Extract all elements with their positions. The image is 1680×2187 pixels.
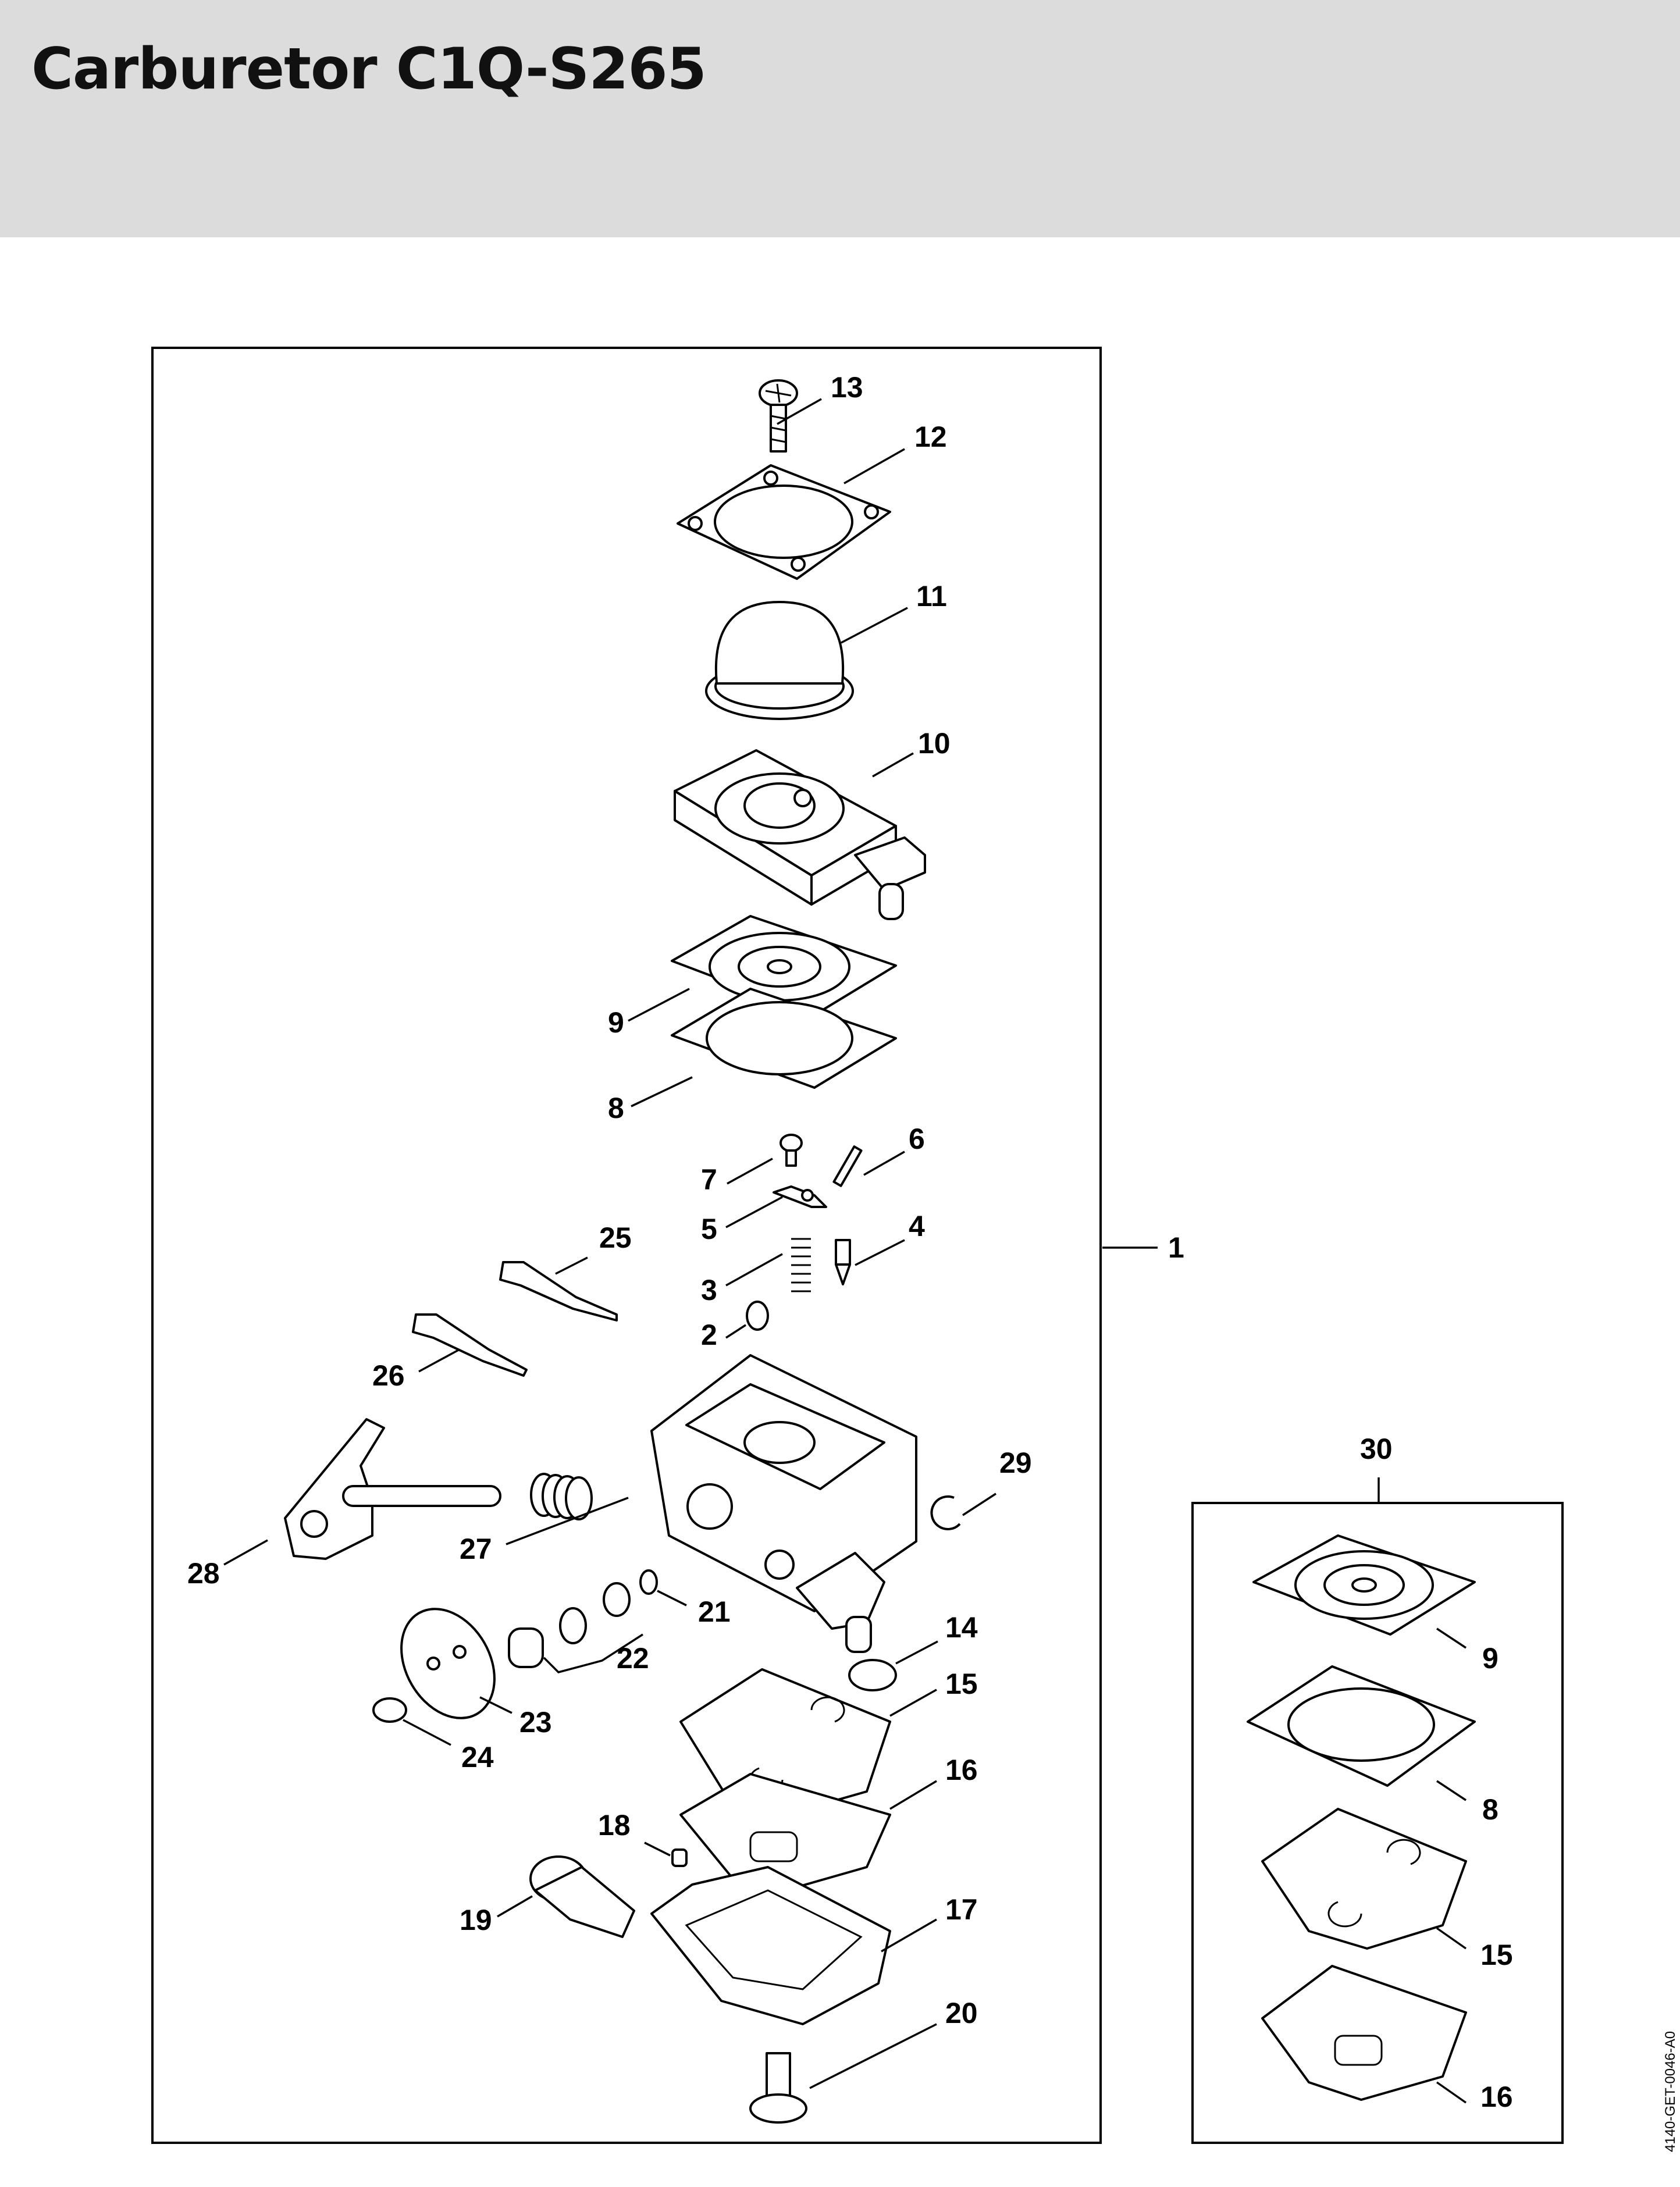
callout-8: 8	[608, 1092, 624, 1124]
callout-19: 19	[460, 1904, 492, 1936]
callout-9: 9	[608, 1006, 624, 1039]
part-18-pin	[671, 1848, 688, 1867]
callout-13: 13	[831, 371, 863, 404]
part-9-pump-diaphragm	[671, 915, 897, 1016]
callout-18: 18	[598, 1809, 631, 1842]
callout-30: 30	[1360, 1433, 1393, 1465]
callout-24: 24	[461, 1741, 494, 1773]
callout-6: 6	[909, 1123, 925, 1155]
kit-part-16-gasket	[1261, 1965, 1467, 2101]
part-14-filter-screen	[848, 1659, 897, 1691]
document-reference: 4140-GET-0046-A0	[1663, 2031, 1678, 2152]
part-20-screw	[749, 2052, 807, 2124]
kit-callout-8: 8	[1482, 1793, 1499, 1826]
callout-12: 12	[914, 421, 947, 453]
kit-frame	[1191, 1502, 1564, 2144]
kit-callout-9: 9	[1482, 1642, 1499, 1675]
page-title: Carburetor C1Q-S265	[31, 36, 707, 102]
parts-21-22-idle-parts	[508, 1569, 658, 1668]
callout-25: 25	[599, 1221, 632, 1254]
part-17-metering-cover	[650, 1866, 891, 2025]
callout-22: 22	[617, 1642, 649, 1675]
callout-1: 1	[1168, 1231, 1184, 1264]
callout-5: 5	[701, 1213, 717, 1245]
part-8-pump-gasket	[671, 988, 897, 1089]
callout-14: 14	[945, 1611, 978, 1644]
kit-callout-16: 16	[1480, 2081, 1513, 2113]
kit-callout-15: 15	[1480, 1939, 1513, 1971]
parts-23-24-plate-and-screw	[372, 1608, 496, 1723]
kit-part-9-diaphragm	[1252, 1534, 1476, 1636]
part-13-screw	[759, 379, 798, 453]
callout-21: 21	[698, 1595, 731, 1628]
callout-11: 11	[916, 580, 947, 612]
callout-labels: 1 2 3 4 5 6 7 8 9 10 11 12 13 14 15 16 1…	[187, 371, 1513, 2113]
parts-inlet-needle-group	[746, 1134, 863, 1331]
parts-25-26-adjust-screws	[412, 1261, 618, 1377]
part-27-spring	[530, 1473, 593, 1520]
header-band: Carburetor C1Q-S265	[0, 0, 1680, 237]
leader-lines	[223, 398, 1467, 2104]
part-10-pump-cover	[674, 749, 926, 920]
callout-17: 17	[945, 1893, 978, 1926]
callout-20: 20	[945, 1997, 978, 2029]
callout-29: 29	[999, 1447, 1032, 1479]
callout-16: 16	[945, 1754, 978, 1786]
kit-part-8-gasket	[1247, 1665, 1476, 1787]
callout-26: 26	[372, 1359, 405, 1392]
callout-2: 2	[701, 1319, 717, 1351]
callout-7: 7	[701, 1163, 717, 1196]
part-19-fitting	[529, 1855, 635, 1938]
part-12-cover-gasket	[677, 464, 891, 580]
part-11-primer-bulb	[705, 601, 854, 720]
callout-23: 23	[519, 1706, 552, 1739]
callout-10: 10	[918, 727, 951, 760]
callout-27: 27	[460, 1533, 492, 1565]
carburetor-body	[650, 1354, 917, 1653]
callout-4: 4	[909, 1210, 925, 1242]
callout-3: 3	[701, 1274, 717, 1306]
callout-28: 28	[187, 1557, 220, 1590]
part-28-throttle-shaft	[284, 1418, 501, 1560]
main-assembly-frame	[151, 347, 1102, 2144]
kit-part-15-diaphragm	[1261, 1808, 1467, 1950]
part-29-clip	[930, 1495, 961, 1530]
callout-15: 15	[945, 1668, 978, 1700]
